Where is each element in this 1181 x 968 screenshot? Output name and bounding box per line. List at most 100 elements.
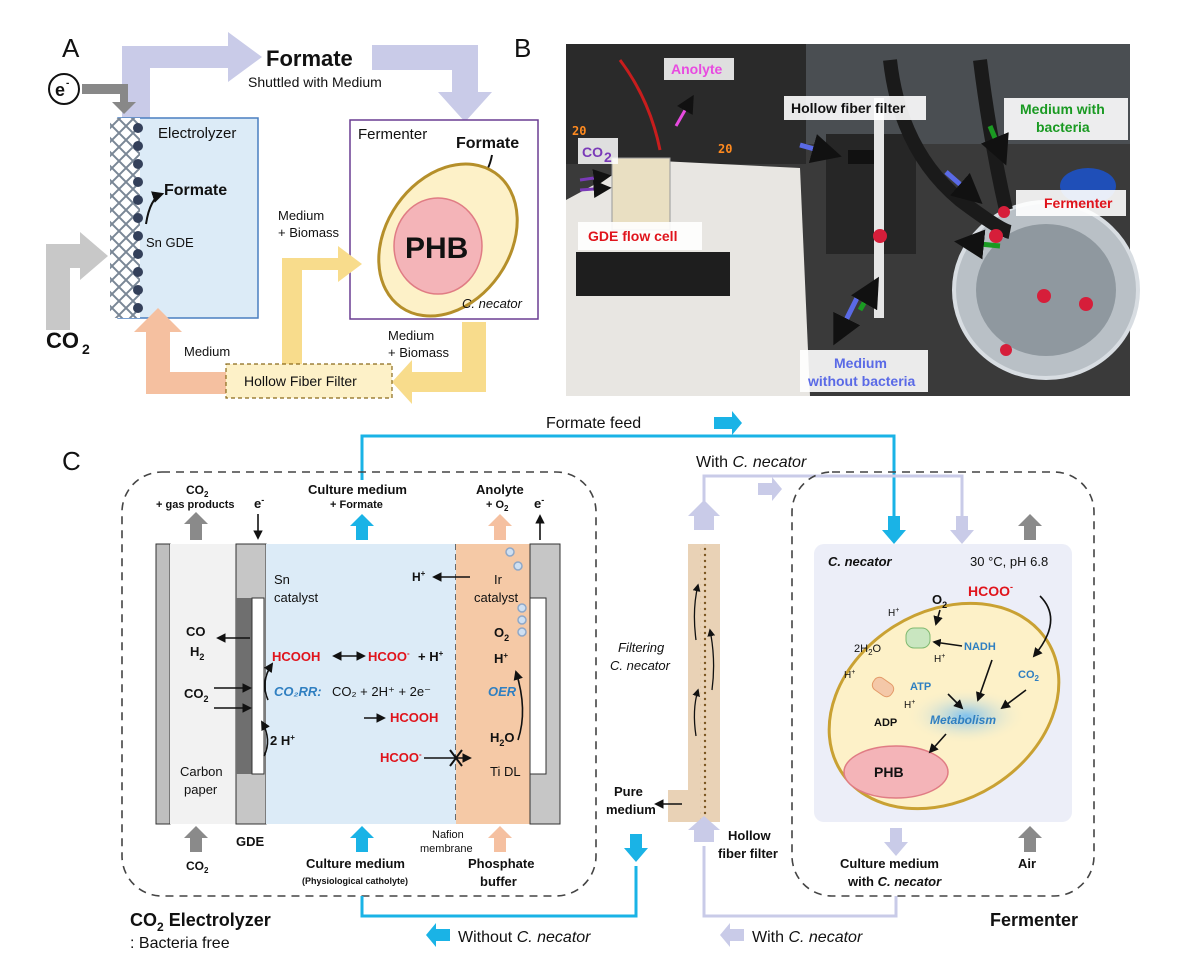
hollow-fiber-label-bg [784,96,926,120]
anolyte-o2: + O2 [486,499,509,513]
co2rr-label: CO₂RR: [274,684,322,699]
electrolyzer-label: Electrolyzer [158,125,236,142]
ir-catalyst-2: catalyst [474,590,518,605]
photo-hollow-fiber-label: Hollow fiber filter [791,100,906,116]
proton-to-gde-arrow [261,720,270,757]
phosphate-in-arrow [488,826,512,852]
electrolyzer-title: CO2 Electrolyzer [130,910,271,934]
co2-gas-label-2: + gas products [156,499,235,511]
electron-label: e [55,80,65,100]
photo-red-wire [618,59,662,151]
panel-c-label: C [62,446,81,476]
formate-feed-arrow [714,411,742,435]
with-c-necator-top-line [702,474,964,516]
co2-bottom-arrow [184,826,208,852]
fermenter-label: Fermenter [358,126,427,143]
h-plus-1: H+ [888,607,899,619]
hollow-fiber-filter-box [225,363,393,399]
sn-catalyst-2: catalyst [274,590,318,605]
filter-top-out-arrow [688,500,720,530]
photo-co2-label: CO [582,144,603,160]
panel-a-label: A [62,33,80,63]
gde-sn-layer [251,597,265,775]
medium-biomass-1a: Medium [278,208,324,223]
plus-h: + H+ [418,649,444,664]
photo-fermenter-label: Fermenter [1044,195,1113,211]
metabolism-label: Metabolism [930,713,996,727]
air-label: Air [1018,856,1036,871]
hollow-1: Hollow [728,828,771,843]
conditions: 30 °C, pH 6.8 [970,554,1048,569]
co2-label-bg [578,138,618,164]
co2rr-equation: CO₂ + 2H⁺ + 2e⁻ [332,684,431,699]
crossover-blocked-icon [449,749,463,767]
metabolism-glow [906,688,1026,744]
with-c-necator-top: With C. necator [696,454,807,471]
panel-b-label: B [514,33,531,63]
culture-ferm-2: with C. necator [847,874,942,889]
nafion-1: Nafion [432,829,464,841]
electrolyzer-enclosure [121,471,597,897]
with-bottom-arrow [720,923,744,947]
nadh-to-etc-arrow [932,638,963,648]
medium-return-arrow [134,308,226,394]
electron-arrow [82,84,136,114]
photo-display-2: 20 [718,142,732,156]
bacteria-free-label: : Bacteria free [130,935,230,952]
medium-bacteria-label-bg [1004,98,1128,140]
with-c-necator-bottom-line [702,846,898,918]
photo-pump-display [848,150,880,164]
filtering-2: C. necator [610,658,671,673]
panel-a: A Formate Shuttled with Medium e - CO 2 … [46,32,539,404]
medium-without-label-bg [800,350,928,392]
sn-gde-label: Sn GDE [146,235,194,250]
photo-black-block [576,252,730,296]
formate-ferm-label: Formate [456,135,519,152]
photo-medium-with-bacteria-1: Medium with [1020,101,1105,117]
co2-sub: 2 [82,341,90,357]
anolyte-label-bg [664,58,734,80]
o2-uptake-arrow [933,609,943,626]
oxidase-complex-icon [905,627,931,649]
photo-display-1: 20 [572,124,586,138]
formate-title: Formate [266,46,353,71]
co2-ferm: CO2 [1018,669,1040,683]
sn-catalyst-1: Sn [274,572,290,587]
with-top-arrow [758,477,782,501]
anolyte-label: Anolyte [476,482,524,497]
e-minus-right: e- [534,495,544,511]
gde-flow-label-bg [578,222,702,250]
hollow-fiber-label: Hollow Fiber Filter [244,373,357,389]
fermenter-title: Fermenter [990,910,1078,930]
hollow-fiber-membrane [700,544,708,822]
photo-medium-with-bacteria-2: bacteria [1036,119,1090,135]
photo-medium-without-2: without bacteria [807,373,916,389]
medium-biomass-2b: + Biomass [388,345,450,360]
c-necator-label: C. necator [462,296,523,311]
pure-medium-1: Pure [614,784,643,799]
anolyte-chamber [456,544,530,824]
electron-icon [48,73,80,105]
ti-dl-label: Ti DL [490,764,521,779]
exhaust-arrow [1018,514,1042,540]
h-plus-right: H+ [494,651,508,666]
panel-c: C Formate feed With C. necator CO2 + gas… [62,411,1095,952]
oer-arrow [513,670,524,741]
gde-carbon [236,598,252,774]
gde-catalyst-dots [133,123,143,313]
air-in-arrow [1018,826,1042,852]
culture-medium-bottom-2: (Physiological catholyte) [302,876,408,886]
filter-bottom-in-arrow [688,816,720,842]
formate-shuttle-arrow-left [122,32,262,122]
gas-out-arrow [184,512,208,540]
hcooh-right: HCOOH [390,710,438,725]
o2-bubbles [505,547,527,637]
phosphate-1: Phosphate [468,856,534,871]
carbon-paper-2: paper [184,782,218,797]
formate-oxidation-arrow [1032,595,1052,658]
photo-hollow-fiber-tube [874,98,884,318]
o2-label: O2 [494,625,509,643]
hollow-2: fiber filter [718,846,778,861]
gde-label: GDE [236,834,265,849]
metabolism-to-phb-arrow [928,733,947,754]
